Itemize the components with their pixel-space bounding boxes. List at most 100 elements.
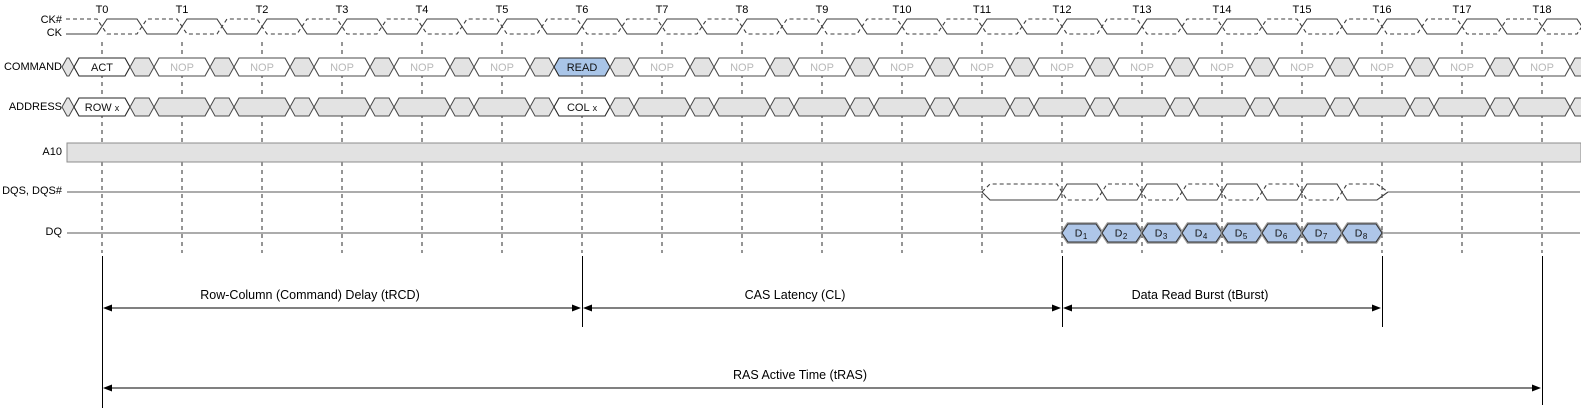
command-bus-filler: [1569, 57, 1581, 77]
address-bus-filler: [449, 97, 475, 117]
a10-band: [66, 142, 1581, 163]
address-bus-cell: [793, 97, 851, 117]
annotation-label-cl: CAS Latency (CL): [744, 288, 846, 302]
command-bus-cell-label: NOP: [410, 62, 434, 74]
annotation-trcd-arrowhead-left: [103, 304, 112, 312]
address-bus-filler: [1329, 97, 1355, 117]
annotation-cl-arrowhead-left: [583, 304, 592, 312]
command-bus-filler: [1249, 57, 1275, 77]
tick-label: T14: [1213, 4, 1232, 16]
address-bus-filler: [369, 97, 395, 117]
dq-data-cell: [1341, 223, 1383, 243]
command-bus-cell-label: NOP: [810, 62, 834, 74]
address-bus-filler: [529, 97, 555, 117]
command-bus-filler: [209, 57, 235, 77]
address-bus-cell: [1113, 97, 1171, 117]
command-bus-cell-label: NOP: [730, 62, 754, 74]
tick-label: T1: [176, 4, 189, 16]
command-bus-filler: [529, 57, 555, 77]
tick-label: T9: [816, 4, 829, 16]
command-bus-filler: [1489, 57, 1515, 77]
address-bus-edge-segment: [61, 97, 75, 117]
address-bus-cell: [633, 97, 691, 117]
address-bus-filler: [1489, 97, 1515, 117]
dqs-waveform: [981, 183, 1389, 201]
address-bus-cell: [1353, 97, 1411, 117]
command-bus-filler: [1089, 57, 1115, 77]
command-bus-cell-label: NOP: [890, 62, 914, 74]
tick-label: T4: [416, 4, 429, 16]
command-bus-filler: [1169, 57, 1195, 77]
address-bus-cell: [953, 97, 1011, 117]
tick-label: T18: [1533, 4, 1552, 16]
annotation-tburst-arrowhead-left: [1063, 304, 1072, 312]
command-bus-filler: [289, 57, 315, 77]
address-bus-cell: [153, 97, 211, 117]
tick-label: T6: [576, 4, 589, 16]
ck-hash-waveform: [66, 18, 1581, 35]
command-bus-filler: [929, 57, 955, 77]
row-label-dqs: DQS, DQS#: [2, 185, 62, 197]
command-bus-filler: [769, 57, 795, 77]
dqs-hash-waveform: [981, 183, 1389, 201]
command-bus-filler: [449, 57, 475, 77]
command-bus-filler: [369, 57, 395, 77]
command-bus-filler: [129, 57, 155, 77]
row-label-ck-hash: CK#: [40, 14, 62, 26]
address-bus-filler: [929, 97, 955, 117]
row-label-a10: A10: [42, 146, 62, 158]
tick-label: T3: [336, 4, 349, 16]
address-bus-cell: [713, 97, 771, 117]
tick-label: T0: [96, 4, 109, 16]
tick-label: T10: [893, 4, 912, 16]
command-bus-filler: [1009, 57, 1035, 77]
tick-label: T13: [1133, 4, 1152, 16]
address-bus-filler: [289, 97, 315, 117]
tick-label: T7: [656, 4, 669, 16]
address-bus-cell: [1273, 97, 1331, 117]
command-bus-cell-label: NOP: [1290, 62, 1314, 74]
command-bus-cell-label: READ: [567, 62, 598, 74]
command-bus-cell-label: NOP: [1370, 62, 1394, 74]
tick-label: T5: [496, 4, 509, 16]
address-bus-filler: [689, 97, 715, 117]
row-label-command: COMMAND: [3, 61, 62, 73]
address-bus-filler: [1089, 97, 1115, 117]
command-bus-cell-label: NOP: [970, 62, 994, 74]
command-bus-cell-label: NOP: [1530, 62, 1554, 74]
command-bus-edge-segment: [61, 57, 75, 77]
address-bus-filler: [209, 97, 235, 117]
annotation-cl-arrowhead-right: [1052, 304, 1061, 312]
annotation-tras-arrowhead-right: [1532, 384, 1541, 392]
row-label-ck: CK: [46, 27, 62, 39]
row-label-address: ADDRESS: [8, 101, 62, 113]
command-bus-cell-label: ACT: [91, 62, 113, 74]
command-bus-cell-label: NOP: [1050, 62, 1074, 74]
command-bus-cell-label: NOP: [1450, 62, 1474, 74]
address-bus-filler: [1009, 97, 1035, 117]
annotation-label-tburst: Data Read Burst (tBurst): [1131, 288, 1269, 302]
annotation-trcd-arrowhead-right: [572, 304, 581, 312]
address-bus-filler: [849, 97, 875, 117]
command-bus-cell-label: NOP: [650, 62, 674, 74]
tick-label: T17: [1453, 4, 1472, 16]
command-bus-cell-label: NOP: [1210, 62, 1234, 74]
address-bus-filler: [1409, 97, 1435, 117]
row-label-dq: DQ: [45, 226, 63, 238]
address-bus-cell: [313, 97, 371, 117]
ck-waveform: [66, 18, 1581, 35]
command-bus-cell-label: NOP: [330, 62, 354, 74]
command-bus-filler: [849, 57, 875, 77]
tick-label: T15: [1293, 4, 1312, 16]
command-bus-filler: [609, 57, 635, 77]
tick-label: T8: [736, 4, 749, 16]
address-bus-filler: [1569, 97, 1581, 117]
annotation-label-tras: RAS Active Time (tRAS): [732, 368, 868, 382]
address-bus-cell: [473, 97, 531, 117]
annotation-label-trcd: Row-Column (Command) Delay (tRCD): [200, 288, 420, 302]
command-bus-filler: [689, 57, 715, 77]
address-bus-cell: [1513, 97, 1571, 117]
